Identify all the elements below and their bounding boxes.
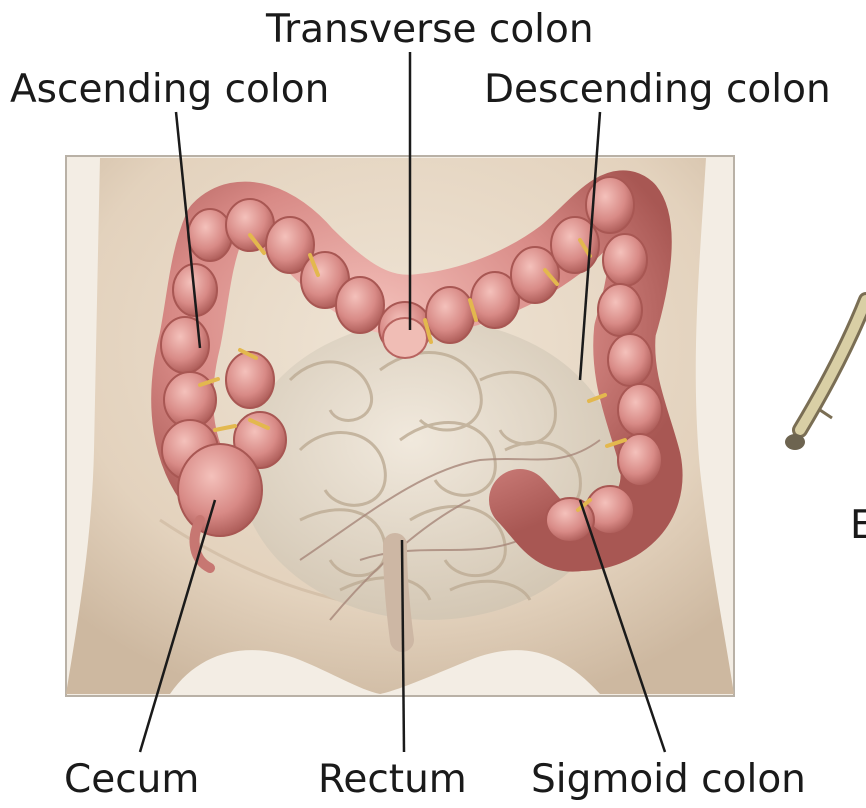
- label-rectum: Rectum: [318, 760, 467, 799]
- cecum-pouch: [178, 444, 262, 536]
- label-ascending-colon: Ascending colon: [10, 70, 329, 109]
- endoscope-partial: [785, 300, 866, 450]
- small-intestine: [240, 320, 620, 620]
- label-sigmoid-colon: Sigmoid colon: [531, 760, 806, 799]
- label-cutoff-letter: E: [850, 506, 866, 545]
- transverse-bulge: [383, 318, 427, 358]
- label-cecum: Cecum: [64, 760, 199, 799]
- label-descending-colon: Descending colon: [484, 70, 831, 109]
- small-intestine-mass: [240, 320, 620, 620]
- label-transverse-colon: Transverse colon: [266, 10, 594, 49]
